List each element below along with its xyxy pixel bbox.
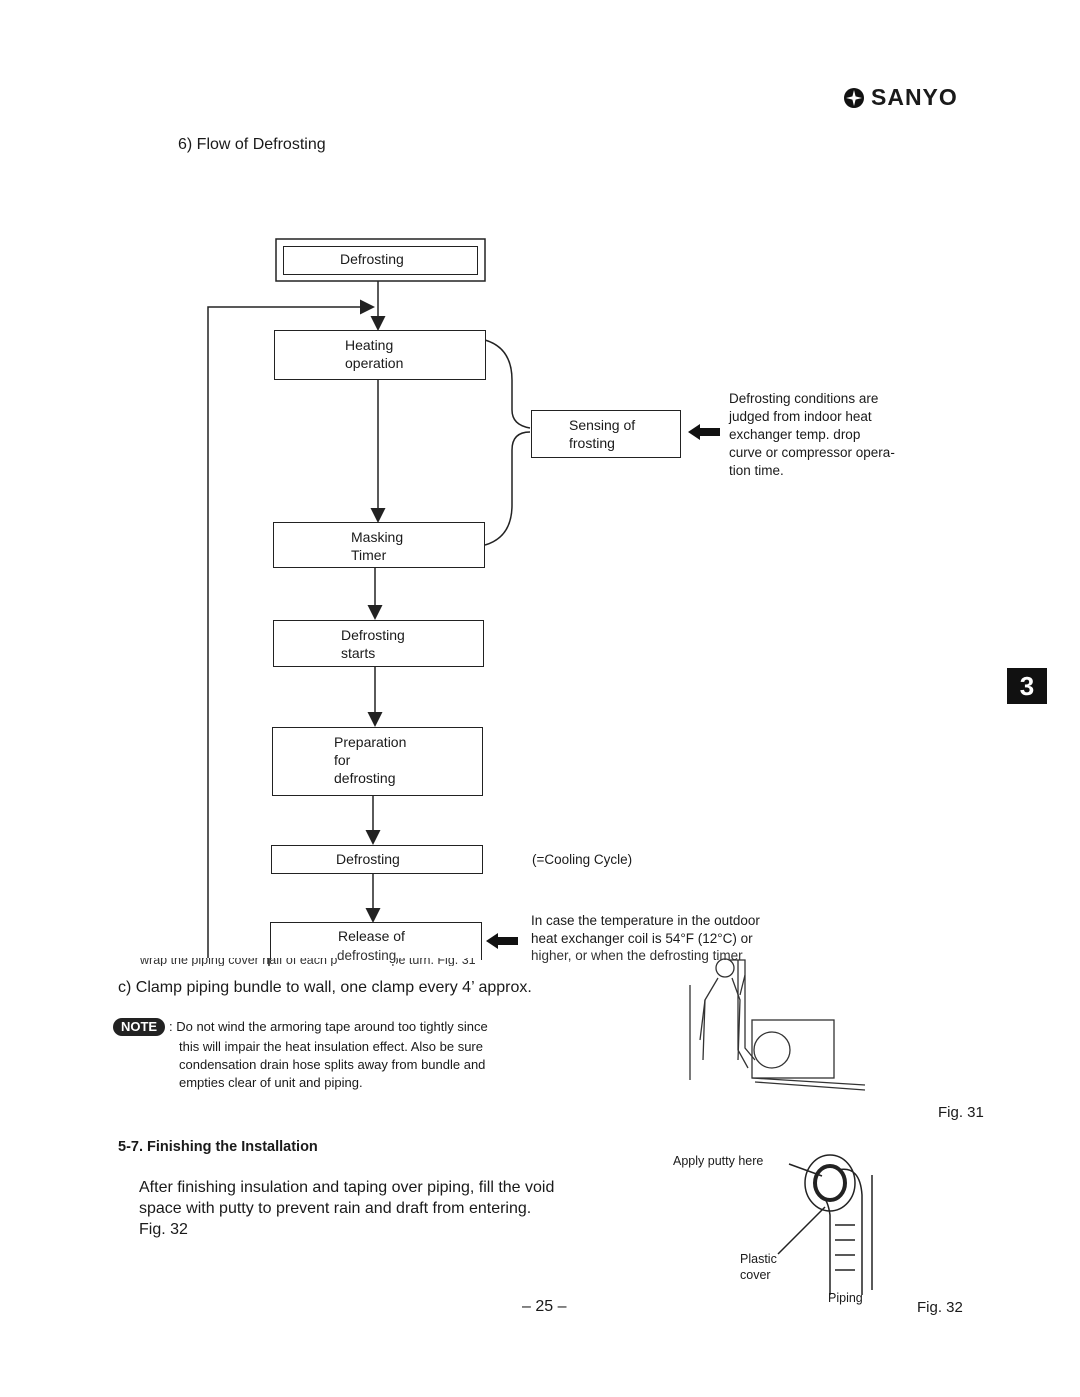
flow-box-label: Sensing of xyxy=(569,417,636,433)
flow-box-defrosting-top: Defrosting xyxy=(283,246,478,275)
flow-box-label: Masking xyxy=(351,529,404,545)
flow-box-heating: Heating operation xyxy=(274,330,486,380)
flow-box-defrosting-cycle: Defrosting xyxy=(271,845,483,874)
flow-box-label: operation xyxy=(345,355,404,371)
flow-box-label: Preparation xyxy=(334,734,407,750)
note-line: judged from indoor heat xyxy=(729,409,872,424)
finishing-line: After finishing insulation and taping ov… xyxy=(139,1179,555,1196)
fig31-caption: Fig. 31 xyxy=(938,1104,984,1121)
plastic-cover-line: cover xyxy=(740,1268,771,1282)
flow-box-label: starts xyxy=(341,645,376,661)
flow-box-label: defrosting xyxy=(334,770,396,786)
release-label-2: defrosting xyxy=(337,950,397,964)
finishing-body: After finishing insulation and taping ov… xyxy=(139,1177,617,1240)
brand-name: SANYO xyxy=(871,84,958,110)
chapter-tab: 3 xyxy=(1007,668,1047,704)
note-line: this will impair the heat insulation eff… xyxy=(179,1039,483,1054)
overlap-text: wrap the piping cover half of each previ… xyxy=(140,953,476,966)
flow-box-label: Defrosting xyxy=(336,851,400,867)
finishing-line: Fig. 32 xyxy=(139,1221,188,1238)
note-line: In case the temperature in the outdoor xyxy=(531,913,760,928)
section-title: 6) Flow of Defrosting xyxy=(178,136,326,153)
release-note-line-3: higher, or when the defrosting timer xyxy=(531,950,743,964)
flow-box-label: frosting xyxy=(569,435,615,451)
note-line: tion time. xyxy=(729,463,784,478)
note-body: this will impair the heat insulation eff… xyxy=(179,1038,617,1092)
note-badge: NOTE xyxy=(113,1018,165,1036)
finishing-line: space with putty to prevent rain and dra… xyxy=(139,1200,532,1217)
note-line: Defrosting conditions are xyxy=(729,391,879,406)
plastic-cover-line: Plastic xyxy=(740,1252,777,1266)
cooling-cycle-note: (=Cooling Cycle) xyxy=(532,852,633,867)
flow-box-label: Timer xyxy=(351,547,387,563)
flow-box-masking: Masking Timer xyxy=(273,522,485,568)
flow-box-sensing: Sensing of frosting xyxy=(531,410,681,458)
apply-putty-label: Apply putty here xyxy=(673,1154,764,1168)
flow-box-label: Heating xyxy=(345,337,394,353)
page-number: – 25 – xyxy=(522,1298,567,1315)
note-line: empties clear of unit and piping. xyxy=(179,1075,363,1090)
note-line: condensation drain hose splits away from… xyxy=(179,1057,486,1072)
sanyo-logo-icon xyxy=(844,87,864,108)
overlap-line: wrap the piping cover half of each previ… xyxy=(140,950,840,966)
fig32-caption: Fig. 32 xyxy=(917,1299,963,1316)
flow-box-preparation: Preparation for defrosting xyxy=(272,727,483,796)
note-line-1: : Do not wind the armoring tape around t… xyxy=(169,1019,488,1034)
plastic-cover-label: Plastic cover xyxy=(740,1251,777,1283)
brand-logo: SANYO xyxy=(843,84,958,111)
flow-box-label: Release of xyxy=(338,928,405,944)
clamp-instruction: c) Clamp piping bundle to wall, one clam… xyxy=(118,979,532,996)
flow-box-label: Defrosting xyxy=(340,251,404,267)
flow-box-defrosting-starts: Defrosting starts xyxy=(273,620,484,667)
sensing-note: Defrosting conditions are judged from in… xyxy=(729,390,929,480)
piping-label: Piping xyxy=(828,1291,863,1305)
finishing-title: 5-7. Finishing the Installation xyxy=(118,1139,318,1155)
flow-box-label: Defrosting xyxy=(341,627,405,643)
note-line: heat exchanger coil is 54°F (12°C) or xyxy=(531,931,753,946)
release-note: In case the temperature in the outdoor h… xyxy=(531,912,831,948)
flow-box-label: for xyxy=(334,752,351,768)
note-line: curve or compressor opera- xyxy=(729,445,895,460)
note-line: exchanger temp. drop xyxy=(729,427,861,442)
